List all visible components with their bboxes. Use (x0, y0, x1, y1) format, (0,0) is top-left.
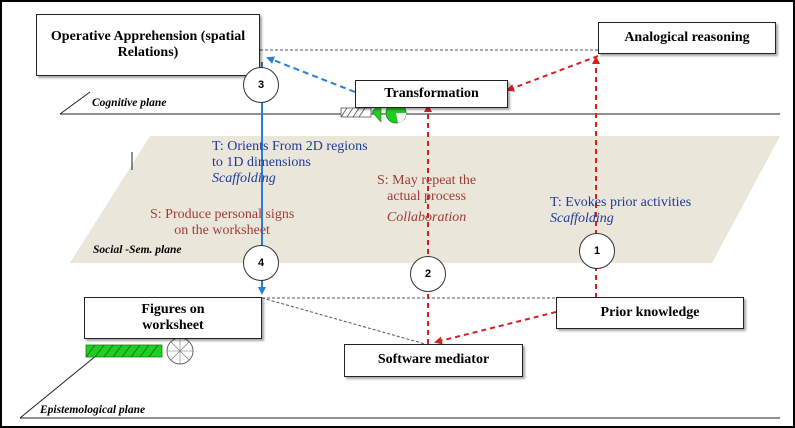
student-produce-line2: on the worksheet (174, 223, 270, 239)
operative-apprehension-box: Operative Apprehension (spatial Relation… (36, 14, 260, 76)
scaffolding-label-a: Scaffolding (212, 171, 276, 187)
prior-knowledge-box: Prior knowledge (556, 297, 744, 329)
epistemological-plane-label: Epistemological plane (40, 404, 146, 416)
red-analogical-transformation-arrow (506, 55, 599, 92)
student-produce-text: S: Produce personal signs on the workshe… (150, 207, 294, 239)
blue-dashed-arrow (266, 56, 356, 93)
teacher-evokes-text: T: Evokes prior activities Scaffolding (550, 195, 691, 227)
transformation-box: Transformation (355, 80, 508, 108)
student-repeat-text: S: May repeat the actual process Collabo… (377, 173, 476, 226)
cognitive-plane-slant (59, 91, 91, 115)
scaffolding-label-b: Scaffolding (550, 211, 614, 227)
software-mediator-box: Software mediator (344, 344, 523, 377)
collaboration-label: Collaboration (386, 210, 467, 226)
dashed-bottom-diagonal (261, 297, 426, 345)
worksheet-icons (85, 337, 194, 365)
social-plane-shape (70, 136, 780, 263)
social-plane-label: Social -Sem. plane (93, 244, 182, 256)
teacher-orients-text: T: Orients From 2D regions to 1D dimensi… (212, 139, 368, 187)
student-repeat-line2: actual process (387, 189, 467, 205)
teacher-evokes-line1: T: Evokes prior activities (550, 195, 692, 210)
step-circle-2: 2 (410, 256, 446, 292)
cognitive-plane-label: Cognitive plane (92, 97, 167, 109)
step-circle-4: 4 (243, 245, 279, 281)
teacher-orients-line1: T: Orients From 2D regions (212, 139, 368, 154)
student-repeat-line1: S: May repeat the (377, 173, 477, 188)
step-circle-1: 1 (579, 233, 615, 269)
epistemological-plane-slant (19, 345, 109, 419)
analogical-reasoning-box: Analogical reasoning (598, 22, 776, 54)
transformation-icons (340, 101, 407, 124)
step-circle-3: 3 (243, 67, 279, 103)
teacher-orients-line2: to 1D dimensions (212, 155, 311, 171)
red-prior-software-arrow (434, 311, 557, 345)
figures-on-worksheet-box: Figures on worksheet (84, 297, 262, 339)
student-produce-line1: S: Produce personal signs (150, 207, 295, 222)
